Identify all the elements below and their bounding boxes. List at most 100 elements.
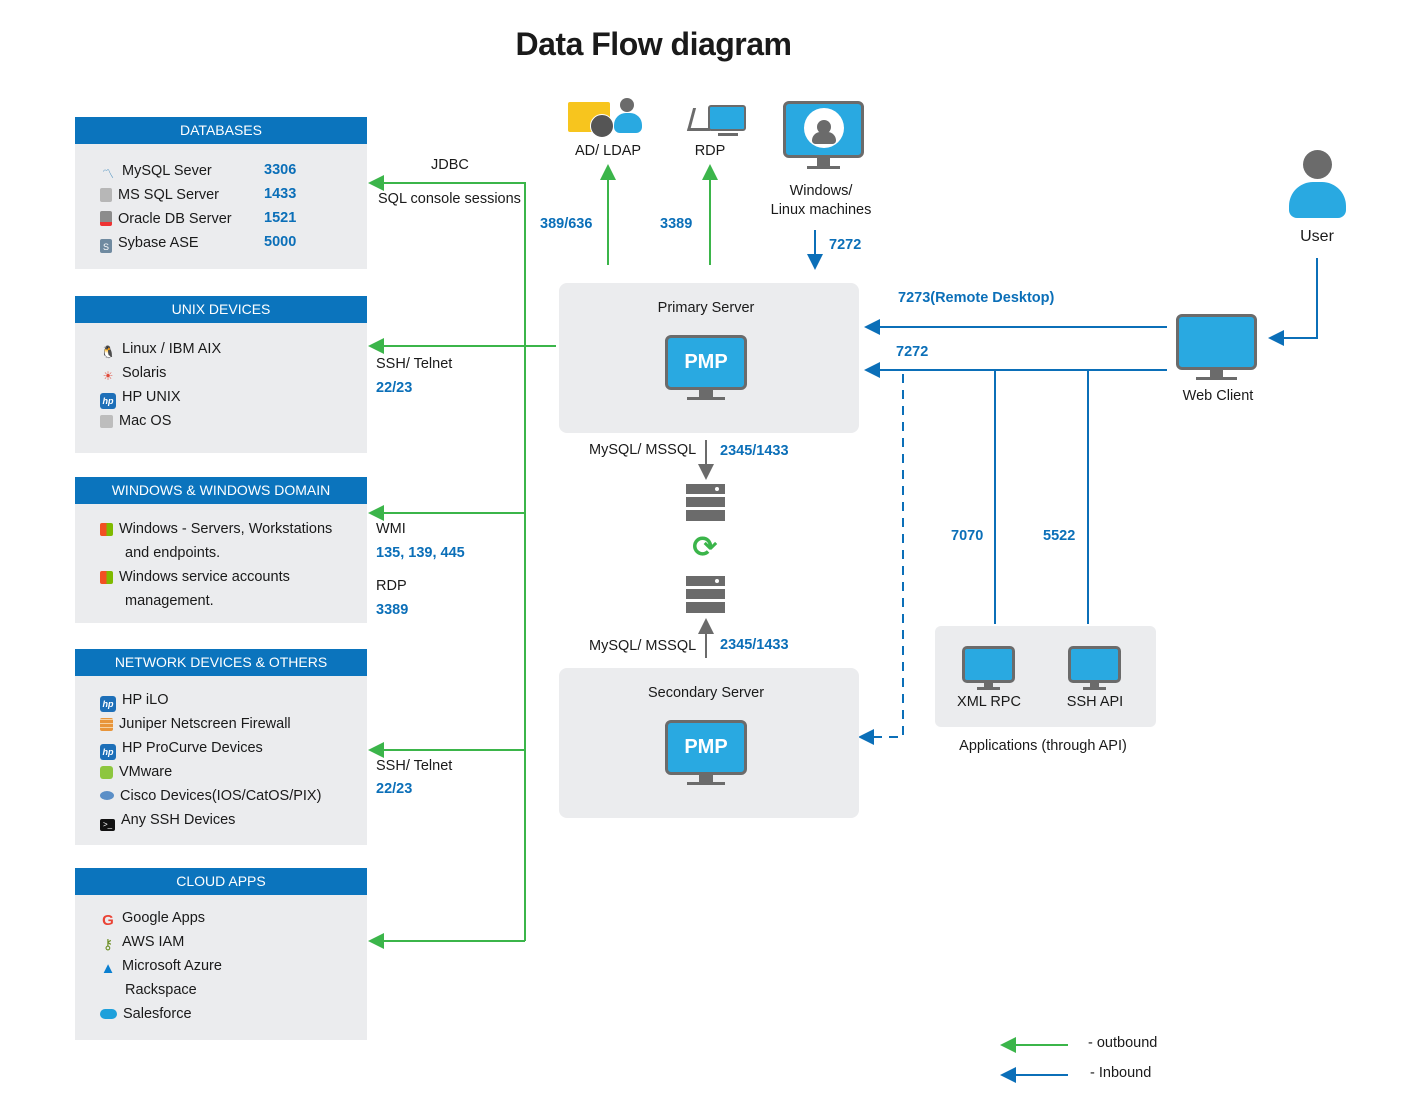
sync-icon: ⟳ — [692, 531, 718, 564]
rdp-icon — [686, 102, 748, 138]
db-bottom-port: 2345/1433 — [720, 637, 789, 653]
primary-server-box: Primary Server PMP — [559, 283, 859, 433]
ssh-api-label: SSH API — [1066, 694, 1124, 710]
mssql-icon — [100, 188, 112, 202]
windows-icon — [100, 523, 113, 536]
list-item: ☀Solaris — [100, 361, 167, 385]
rdp-label: RDP — [376, 578, 407, 594]
rdp-target-label: RDP — [694, 143, 726, 159]
secondary-pmp-monitor[interactable]: PMP — [665, 720, 747, 788]
port-mssql: 1433 — [264, 186, 297, 202]
applications-box: XML RPC SSH API — [935, 626, 1156, 727]
pmp-screen: PMP — [665, 335, 747, 390]
web-client-label: Web Client — [1182, 388, 1254, 404]
unix-devices-panel: UNIX DEVICES 🐧Linux / IBM AIX ☀Solaris h… — [75, 296, 367, 453]
list-item: Juniper Netscreen Firewall — [100, 712, 291, 736]
list-item: Salesforce — [100, 1002, 192, 1026]
db-bottom-label: MySQL/ MSSQL — [589, 638, 697, 654]
azure-icon: ▲ — [100, 960, 116, 977]
web-client-port: 7272 — [896, 344, 929, 360]
network-protocol-label: SSH/ Telnet — [376, 758, 453, 774]
solaris-icon: ☀ — [102, 369, 114, 383]
oracle-icon — [100, 211, 112, 226]
ssh-api-monitor[interactable] — [1068, 646, 1121, 690]
jdbc-label: JDBC — [431, 157, 469, 173]
salesforce-icon — [100, 1009, 117, 1019]
wmi-label: WMI — [376, 521, 406, 537]
machines-label-line1: Windows/ — [789, 183, 853, 199]
failover-dashed-line — [858, 374, 904, 745]
aws-key-icon: ⚷ — [102, 936, 114, 952]
sybase-icon: S — [100, 239, 112, 253]
ssh-api-port: 5522 — [1043, 528, 1076, 544]
list-item: 🐧Linux / IBM AIX — [100, 341, 222, 359]
page-title: Data Flow diagram — [515, 26, 793, 62]
google-icon: G — [102, 912, 114, 929]
list-item-continued: management. — [125, 593, 214, 609]
db-top-label: MySQL/ MSSQL — [589, 442, 697, 458]
sql-console-label: SQL console sessions — [378, 191, 521, 207]
list-item: MS SQL Server — [100, 183, 219, 207]
pmp-screen: PMP — [665, 720, 747, 775]
port-oracle: 1521 — [264, 210, 297, 226]
rdp-port-label: 3389 — [376, 602, 409, 618]
apple-icon — [100, 415, 113, 428]
list-item: Mac OS — [100, 409, 171, 433]
user-icon — [1289, 150, 1346, 220]
panel-header: WINDOWS & WINDOWS DOMAIN — [75, 477, 367, 504]
list-item: Windows - Servers, Workstations — [100, 517, 332, 541]
port-sybase: 5000 — [264, 234, 297, 250]
list-item: Rackspace — [125, 982, 197, 998]
cisco-icon — [100, 791, 114, 800]
db-top-port: 2345/1433 — [720, 443, 789, 459]
applications-caption: Applications (through API) — [959, 738, 1127, 754]
database-server-icon — [686, 576, 725, 614]
panel-header: CLOUD APPS — [75, 868, 367, 895]
remote-desktop-port: 7273(Remote Desktop) — [898, 290, 1055, 306]
primary-server-label: Primary Server — [657, 300, 755, 316]
windows-domain-panel: WINDOWS & WINDOWS DOMAIN Windows - Serve… — [75, 477, 367, 623]
panel-header: UNIX DEVICES — [75, 296, 367, 323]
unix-port-label: 22/23 — [376, 380, 413, 396]
inbound-arrow-user — [1268, 258, 1318, 346]
secondary-server-label: Secondary Server — [647, 685, 765, 701]
web-client-monitor[interactable] — [1176, 314, 1257, 382]
list-item: VMware — [100, 760, 172, 784]
list-item: Cisco Devices(IOS/CatOS/PIX) — [100, 784, 321, 808]
vmware-icon — [100, 766, 113, 779]
list-item: Windows service accounts — [100, 565, 290, 589]
ad-ldap-port: 389/636 — [540, 216, 593, 232]
wmi-ports-label: 135, 139, 445 — [376, 545, 465, 561]
windows-linux-machines-icon — [783, 101, 864, 171]
port-mysql: 3306 — [264, 162, 297, 178]
secondary-server-box: Secondary Server PMP — [559, 668, 859, 818]
terminal-icon: >_ — [100, 819, 115, 831]
list-item: Oracle DB Server — [100, 207, 232, 231]
ad-ldap-label: AD/ LDAP — [574, 143, 642, 159]
primary-pmp-monitor[interactable]: PMP — [665, 335, 747, 403]
machines-label-line2: Linux machines — [770, 202, 872, 218]
user-label: User — [1300, 228, 1334, 245]
legend-inbound-label: - Inbound — [1090, 1065, 1152, 1081]
ad-ldap-icon — [568, 98, 648, 138]
panel-header: NETWORK DEVICES & OTHERS — [75, 649, 367, 676]
mysql-icon: 〽 — [101, 167, 114, 181]
list-item-continued: and endpoints. — [125, 545, 221, 561]
windows-icon — [100, 571, 113, 584]
panel-header: DATABASES — [75, 117, 367, 144]
xml-rpc-label: XML RPC — [957, 694, 1021, 710]
linux-icon: 🐧 — [100, 345, 116, 359]
rdp-target-port: 3389 — [660, 216, 693, 232]
xml-rpc-monitor[interactable] — [962, 646, 1015, 690]
network-port-label: 22/23 — [376, 781, 413, 797]
databases-panel: DATABASES 〽MySQL Sever MS SQL Server Ora… — [75, 117, 367, 269]
list-item: ▲Microsoft Azure — [100, 958, 222, 977]
